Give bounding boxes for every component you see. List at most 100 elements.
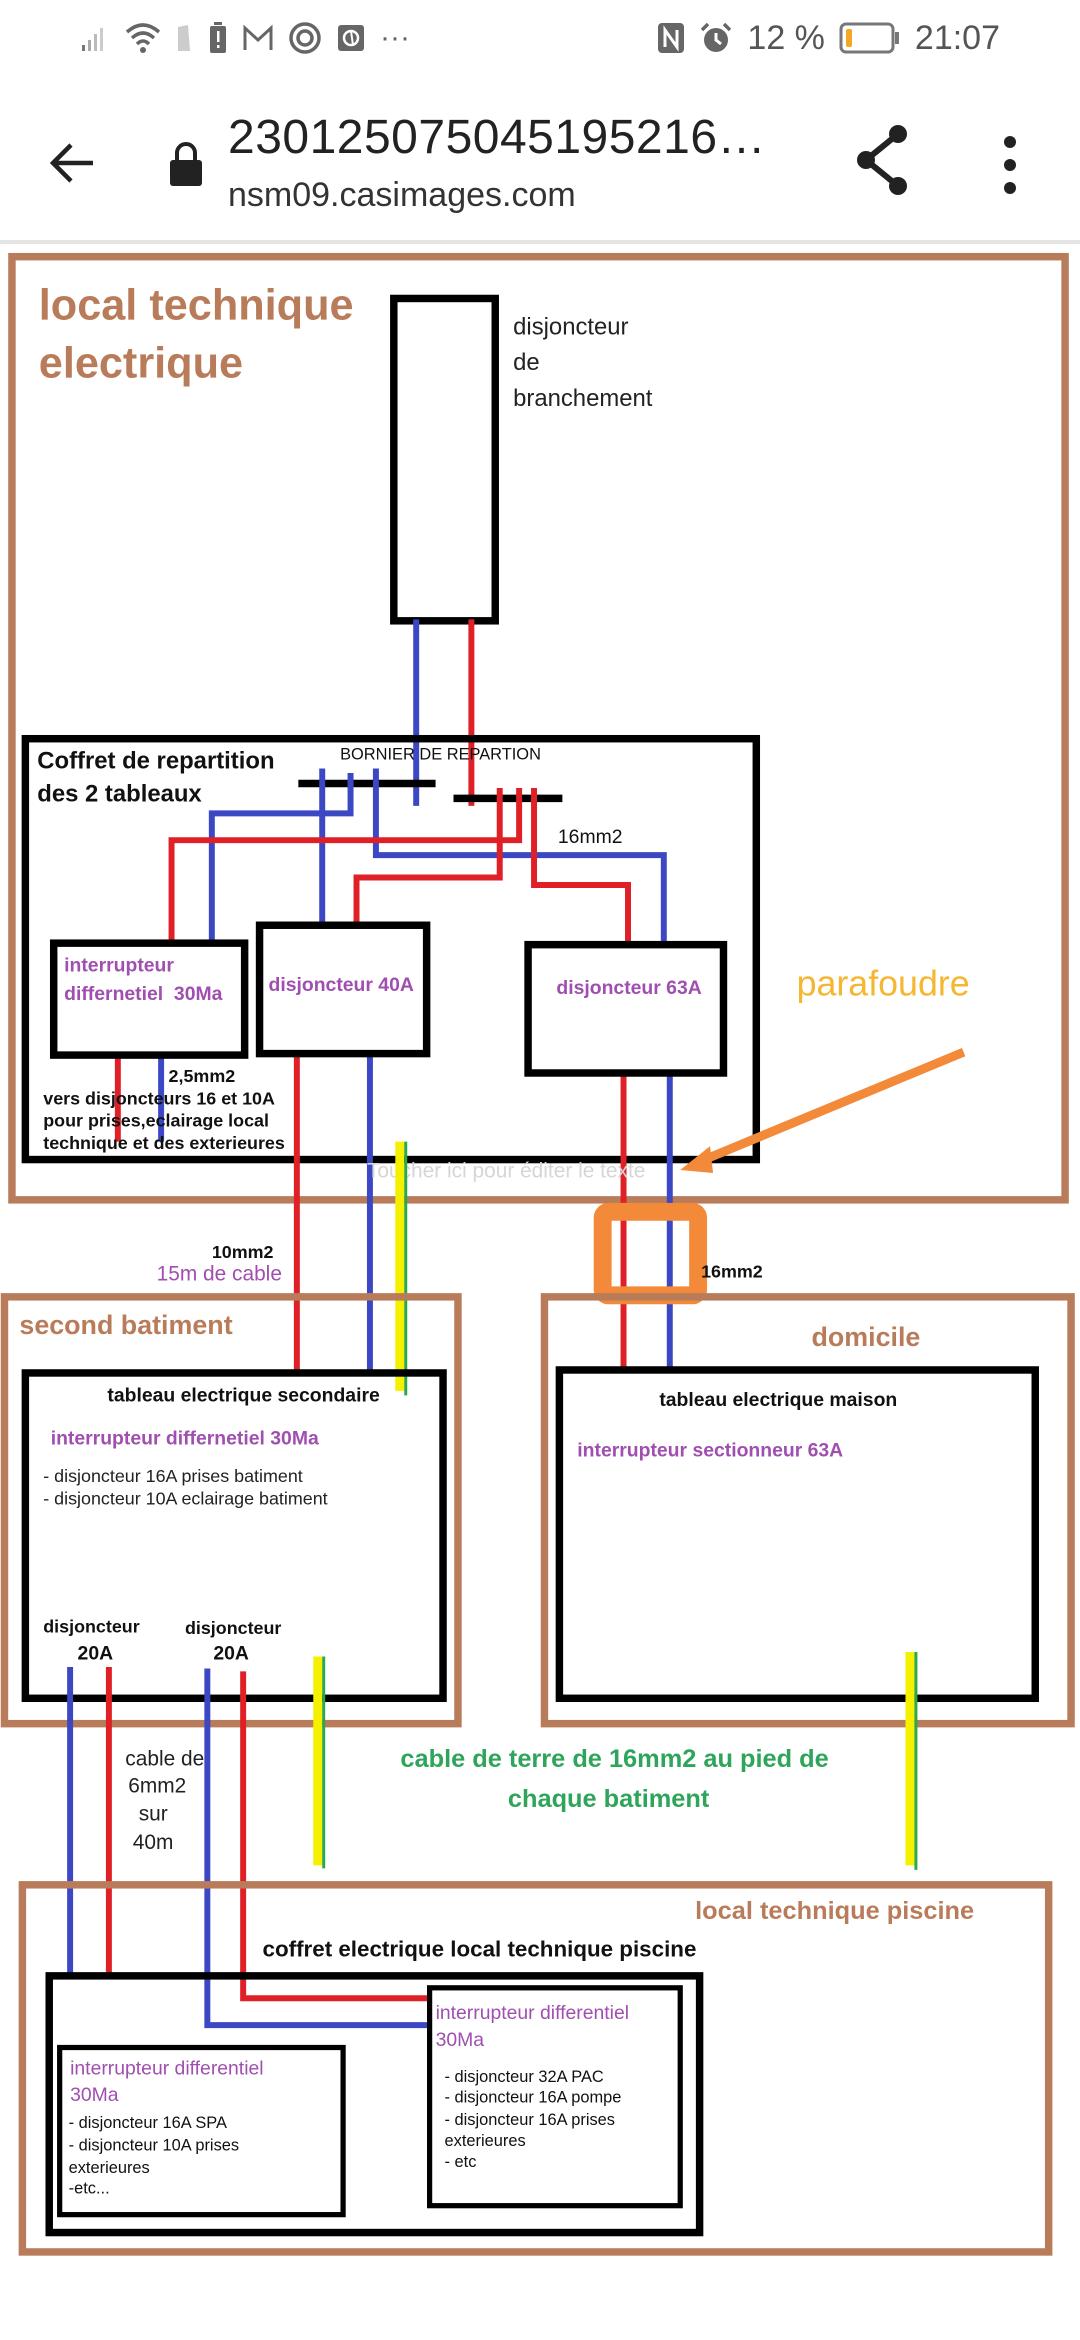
section-2-5mm2-label: 2,5mm2 — [169, 1066, 236, 1086]
wifi-icon — [125, 23, 161, 53]
clock: 21:07 — [914, 18, 1000, 57]
domicile-title: domicile — [811, 1322, 920, 1352]
piscine-left-title-2: 30Ma — [70, 2084, 119, 2106]
disjoncteur-63a-box — [524, 940, 728, 1077]
bornier-label: BORNIER DE REPARTION — [340, 746, 541, 764]
branchement-label-1: disjoncteur — [513, 313, 628, 340]
tableau-maison-title: tableau electrique maison — [659, 1389, 897, 1411]
diagram-content: local technique electrique disjoncteur d… — [0, 252, 1075, 2256]
branchement-label-2: de — [513, 349, 540, 376]
cable-6mm2-line2: 6mm2 — [128, 1774, 186, 1797]
section-16mm2-label: 16mm2 — [558, 826, 623, 848]
sim-icon — [178, 25, 190, 51]
zone-domicile — [540, 1293, 1075, 1728]
status-right: 12 % 21:07 — [657, 19, 1000, 58]
share-icon — [857, 125, 907, 195]
disj-20a-a-line1: disjoncteur — [43, 1617, 139, 1637]
tableau-secondaire-interrupteur: interrupteur differnetiel 30Ma — [51, 1428, 319, 1450]
zone-local-technique-electrique — [8, 252, 1069, 1204]
coffret-title-1: Coffret de repartition — [37, 748, 274, 775]
piscine-right-title-1: interrupteur differentiel — [436, 2002, 629, 2024]
alarm-icon — [701, 22, 732, 52]
back-arrow-icon — [49, 143, 93, 183]
disjoncteur-branchement-box — [390, 294, 499, 625]
tableau-maison-box — [555, 1366, 1039, 1703]
more-notifications-icon: ··· — [380, 21, 410, 54]
camera-icon — [289, 22, 321, 54]
page-url: nsm09.casimages.com — [228, 176, 576, 214]
parafoudre-box — [593, 1202, 708, 1305]
battery-alert-icon — [210, 22, 226, 53]
terre-label-1: cable de terre de 16mm2 au pied de — [400, 1745, 828, 1773]
zone-second-batiment — [0, 1293, 462, 1728]
cable-6mm2-line1: cable de — [125, 1747, 204, 1770]
disjoncteur-63a-label: disjoncteur 63A — [556, 977, 701, 999]
cable-6mm2-line4: 40m — [133, 1831, 174, 1854]
cable-6mm2-line3: sur — [139, 1803, 168, 1826]
coffret-note-1: vers disjoncteurs 16 et 10A — [43, 1088, 275, 1108]
piscine-left-item-4: -etc... — [69, 2180, 110, 2198]
coffret-note-2: pour prises,eclairage local — [43, 1111, 269, 1131]
piscine-right-title-2: 30Ma — [436, 2029, 485, 2051]
piscine-left-title-1: interrupteur differentiel — [70, 2057, 263, 2079]
interrupteur-diff-label-1: interrupteur — [64, 955, 174, 977]
piscine-right-item-1: - disjoncteur 32A PAC — [445, 2068, 604, 2086]
edit-hint-text[interactable]: Toucher ici pour éditer le texte — [367, 1159, 645, 1182]
share-button[interactable] — [850, 120, 916, 200]
tableau-secondaire-box — [21, 1369, 447, 1703]
disjoncteur-40a-label: disjoncteur 40A — [269, 974, 414, 996]
blue-wires-coffret — [158, 768, 673, 1373]
disj-20a-b-line1: disjoncteur — [185, 1618, 281, 1638]
zone-title-line1: local technique — [39, 281, 354, 329]
parafoudre-label: parafoudre — [797, 963, 970, 1003]
app-icon — [338, 25, 364, 51]
terre-label-2: chaque batiment — [508, 1785, 710, 1813]
app-bar: 230125075045195216… nsm09.casimages.com — [0, 90, 1080, 240]
disj-20a-b-line2: 20A — [213, 1642, 249, 1664]
red-wires-coffret — [114, 787, 631, 1373]
piscine-coffret-box — [45, 1972, 704, 2237]
coffret-repartition-box — [21, 734, 761, 1164]
piscine-right-item-2: - disjoncteur 16A pompe — [445, 2089, 622, 2107]
second-batiment-title: second batiment — [19, 1310, 232, 1340]
parafoudre-arrow-head — [680, 1146, 714, 1173]
piscine-right-box — [427, 1985, 683, 2209]
tableau-maison-interrupteur: interrupteur sectionneur 63A — [577, 1440, 843, 1462]
piscine-title: local technique piscine — [695, 1897, 974, 1925]
status-bar: ··· 12 % 21:07 — [0, 0, 1080, 76]
page-title: 230125075045195216… — [228, 111, 767, 164]
piscine-left-item-3: exterieures — [69, 2159, 150, 2177]
piscine-right-item-4: exterieures — [445, 2132, 526, 2150]
parafoudre-arrow-shaft — [699, 1047, 966, 1166]
cable-10mm2-label: 10mm2 — [212, 1242, 274, 1262]
battery-icon — [839, 22, 899, 54]
piscine-right-item-5: - etc — [445, 2153, 477, 2171]
branchement-label-3: branchement — [513, 385, 653, 412]
piscine-coffret-title: coffret electrique local technique pisci… — [263, 1936, 697, 1961]
piscine-right-item-3: - disjoncteur 16A prises — [445, 2111, 615, 2129]
nfc-icon — [658, 23, 685, 53]
lock-icon — [170, 142, 202, 186]
more-options-button[interactable] — [990, 130, 1030, 200]
tableau-secondaire-item-1: - disjoncteur 16A prises batiment — [43, 1466, 303, 1486]
status-left: ··· — [80, 21, 410, 55]
piscine-left-item-2: - disjoncteur 10A prises — [69, 2136, 239, 2154]
tableau-secondaire-item-2: - disjoncteur 10A eclairage batiment — [43, 1488, 327, 1508]
gmail-icon — [243, 24, 273, 50]
piscine-left-item-1: - disjoncteur 16A SPA — [69, 2114, 227, 2132]
battery-percent: 12 % — [747, 18, 825, 57]
disj-20a-a-line2: 20A — [78, 1642, 114, 1664]
more-vert-icon — [1004, 136, 1016, 194]
coffret-note-3: technique et des exterieures — [43, 1133, 285, 1153]
back-button[interactable] — [40, 130, 106, 196]
cable-15m-label: 15m de cable — [157, 1262, 282, 1285]
interrupteur-diff-box — [49, 939, 249, 1059]
wires-second-to-piscine — [67, 1666, 430, 2029]
cable-16mm2-right-label: 16mm2 — [701, 1261, 763, 1281]
interrupteur-diff-label-2: differnetiel 30Ma — [64, 983, 222, 1005]
zone-local-technique-piscine — [18, 1881, 1053, 2256]
app-bar-divider — [0, 240, 1080, 244]
zone-title-line2: electrique — [39, 340, 243, 388]
disjoncteur-40a-box — [255, 921, 431, 1058]
